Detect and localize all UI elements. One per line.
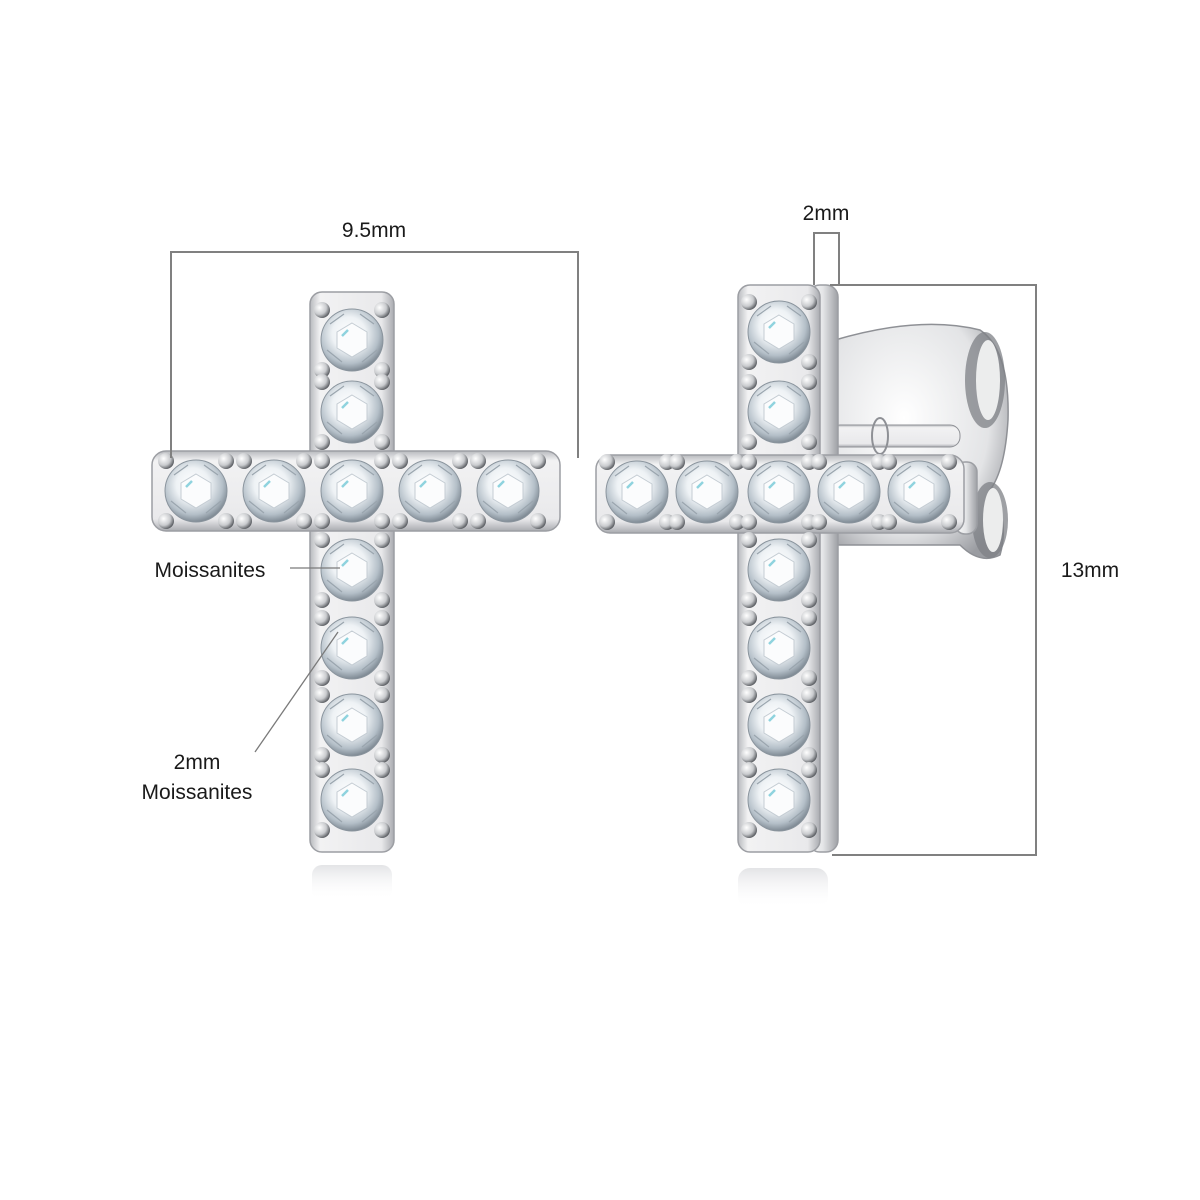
height-measure-bracket xyxy=(830,284,1037,856)
thickness-label: 2mm xyxy=(802,202,850,225)
reflection xyxy=(312,865,392,900)
thickness-measure-bracket xyxy=(813,232,840,285)
stone-size-callout-line1: 2mm xyxy=(173,751,221,774)
height-label: 13mm xyxy=(1060,559,1120,582)
cross-earring-front-view xyxy=(151,291,561,900)
stone-size-callout-line2: Moissanites xyxy=(141,781,253,804)
stone-size-leader-line xyxy=(254,631,339,753)
width-measure-bracket xyxy=(170,251,579,458)
width-label: 9.5mm xyxy=(341,219,407,242)
reflection xyxy=(738,868,828,908)
cross-earring-angled-view xyxy=(595,284,1009,908)
butterfly-back-ear-nut xyxy=(829,323,1009,560)
moissanites-callout-label: Moissanites xyxy=(154,559,266,582)
